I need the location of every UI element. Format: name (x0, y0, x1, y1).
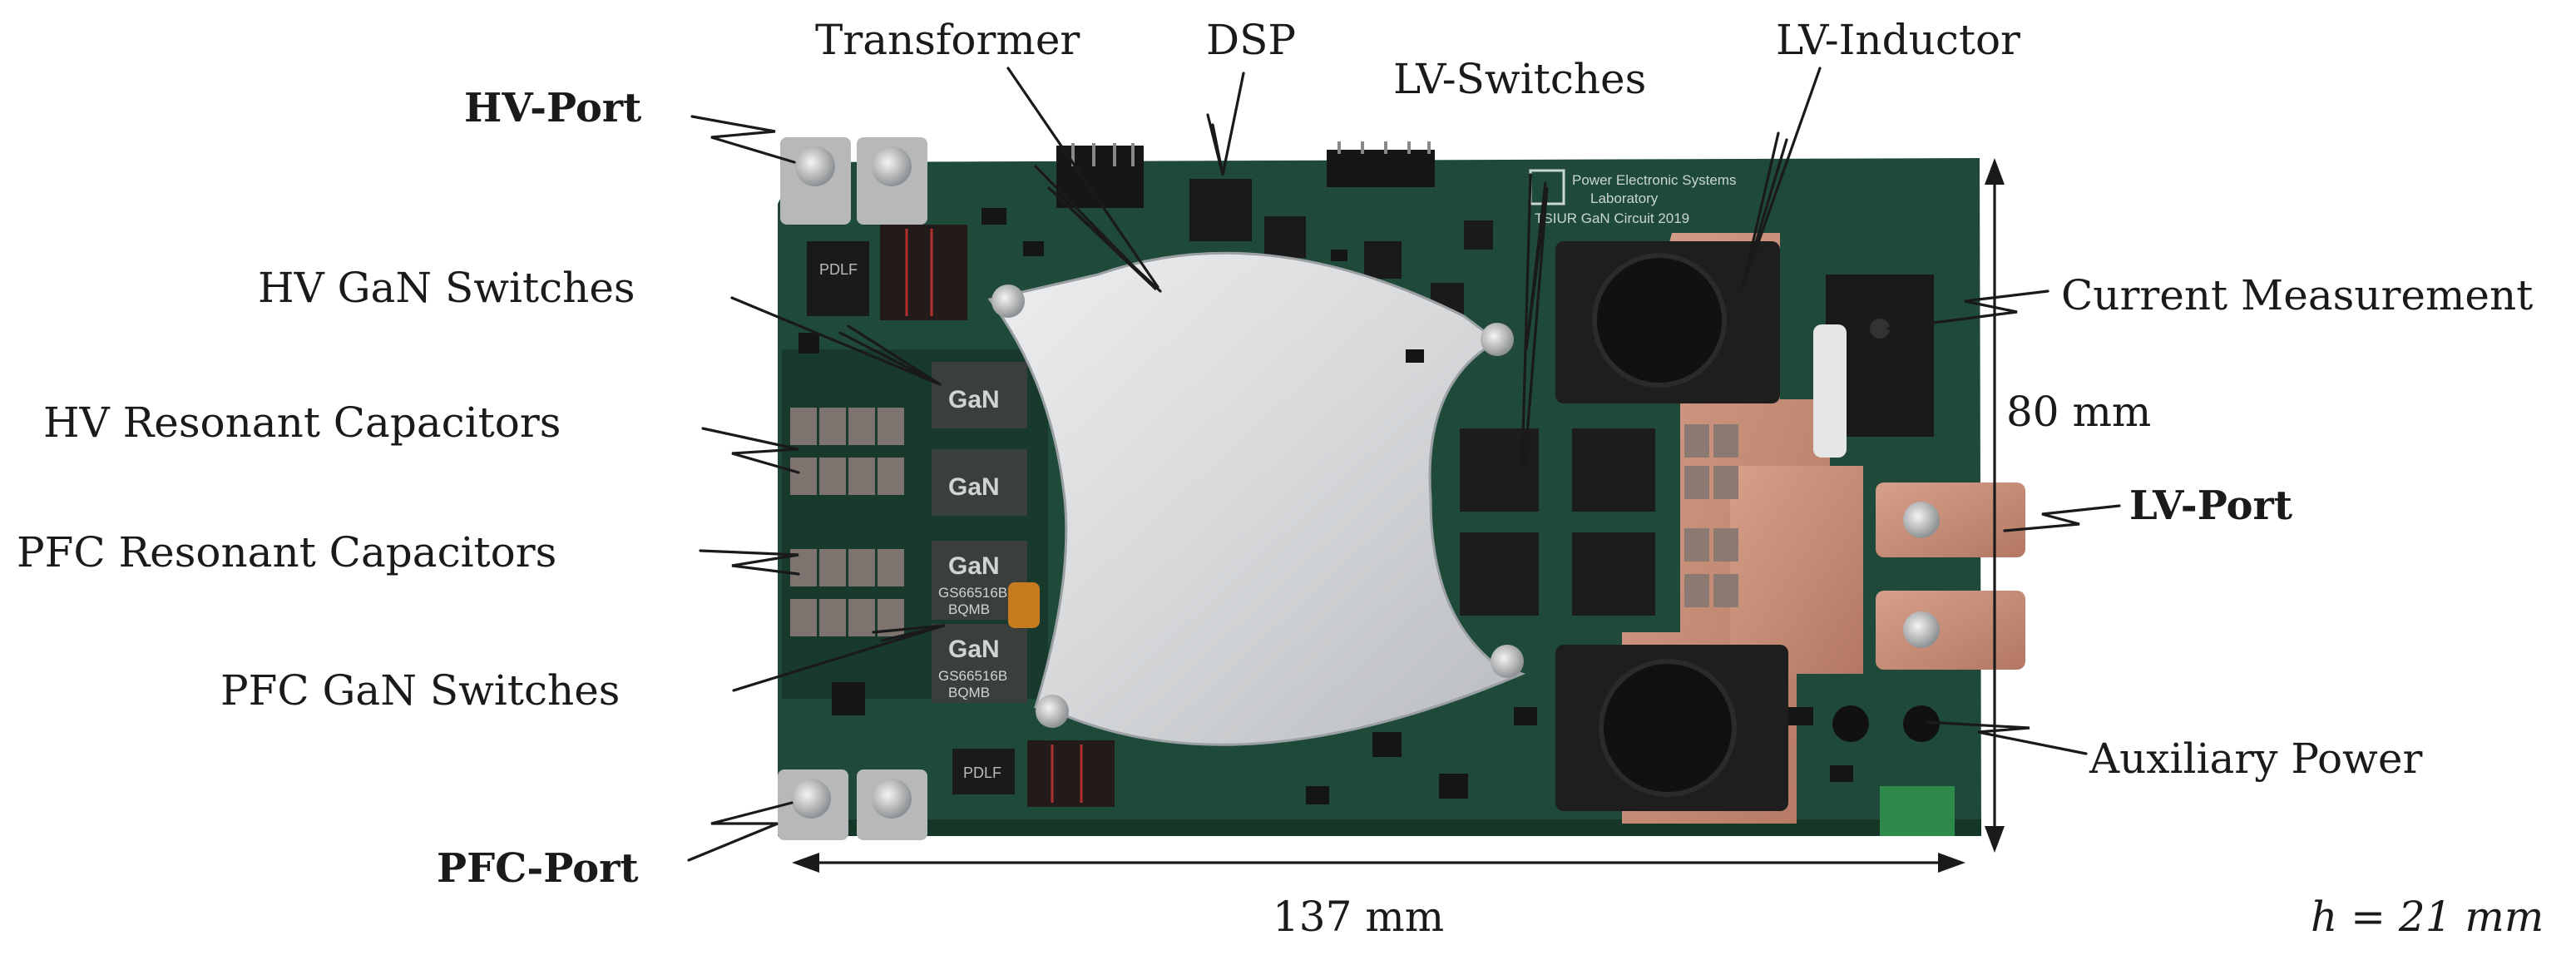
svg-text:GS66516B: GS66516B (938, 585, 1007, 601)
width-dimension-label: 137 mm (1273, 893, 1445, 941)
lv-inductor-bottom (1555, 645, 1788, 811)
aux-connector (1880, 786, 1955, 836)
svg-text:GaN: GaN (948, 552, 1000, 580)
pfc-resonant-capacitors-label: PFC Resonant Capacitors (17, 528, 557, 576)
svg-text:BQMB: BQMB (948, 685, 990, 700)
aux-power-inductor (1903, 705, 1940, 742)
svg-text:PDLF: PDLF (819, 261, 858, 278)
height-dimension-label: 80 mm (2006, 388, 2152, 436)
dsp-chip (1189, 179, 1252, 241)
lv-inductor-label: LV-Inductor (1776, 16, 2020, 64)
hv-gan-switch: GaN (932, 449, 1027, 516)
smd-components (799, 208, 1853, 804)
hv-gan-switches-label: HV GaN Switches (258, 264, 635, 312)
svg-text:GaN: GaN (948, 473, 1000, 501)
lab-marking: Power Electronic Systems Laboratory TSIU… (1529, 169, 1736, 226)
pfc-gan-switches-label: PFC GaN Switches (220, 666, 621, 715)
film-capacitor-pfc: PDLF (952, 740, 1115, 807)
film-capacitor-hv: PDLF (807, 225, 967, 320)
current-sensor (1813, 275, 1934, 458)
current-measurement-label: Current Measurement (2061, 271, 2534, 319)
orange-inductor (1008, 582, 1040, 628)
lv-port-label: LV-Port (2129, 482, 2293, 529)
lab-line2: Laboratory (1590, 191, 1659, 206)
ic-chip (1464, 220, 1493, 250)
hv-resonant-capacitors (790, 408, 904, 495)
dimension-height (1985, 158, 2005, 853)
lv-switches-label: LV-Switches (1393, 55, 1647, 103)
heatsink-screw (991, 285, 1025, 318)
hv-port-terminals (780, 137, 927, 225)
lv-inductor-top (1555, 241, 1780, 403)
pin-header-left (1056, 143, 1144, 208)
pin-header-right (1327, 141, 1435, 187)
lab-line1: Power Electronic Systems (1572, 172, 1736, 188)
dimension-width (792, 853, 1965, 873)
dsp-label: DSP (1206, 16, 1296, 64)
transformer-heatsink (987, 251, 1526, 746)
hv-gan-switch: GaN (932, 362, 1027, 428)
auxiliary-power-label: Auxiliary Power (2089, 735, 2423, 783)
lv-copper-plane (1730, 466, 1863, 674)
pfc-gan-switch: GaN GS66516B BQMB (932, 624, 1027, 703)
lv-port-tab-upper (1876, 482, 2025, 557)
pfc-port-terminals (778, 769, 927, 840)
svg-text:GaN: GaN (948, 386, 1000, 413)
pfc-port-label: PFC-Port (437, 845, 639, 892)
heatsink-screw (1481, 323, 1514, 356)
hv-resonant-capacitors-label: HV Resonant Capacitors (43, 398, 561, 447)
ic-chip (1264, 216, 1306, 258)
heatsink-screw (1491, 645, 1524, 678)
svg-text:BQMB: BQMB (948, 601, 990, 617)
heatsink-screw (1036, 695, 1069, 728)
height-h-label: h = 21 mm (2311, 893, 2544, 941)
lab-line3: TSIUR GaN Circuit 2019 (1535, 210, 1689, 226)
lv-port-tab-lower (1876, 591, 2025, 670)
lv-switch-array (1460, 428, 1655, 616)
ic-chip (1364, 241, 1402, 279)
hv-port-label: HV-Port (464, 85, 642, 131)
transformer-label: Transformer (815, 16, 1080, 64)
lv-capacitor-array (1684, 424, 1738, 607)
svg-text:GS66516B: GS66516B (938, 668, 1007, 684)
svg-text:GaN: GaN (948, 636, 1000, 663)
pfc-resonant-capacitors (790, 549, 904, 636)
pfc-gan-switch: GaN GS66516B BQMB (932, 541, 1027, 620)
pcb-edge (778, 819, 1981, 836)
leader-lines (687, 67, 2121, 862)
aux-power-inductor (1832, 705, 1869, 742)
svg-text:PDLF: PDLF (963, 764, 1001, 781)
